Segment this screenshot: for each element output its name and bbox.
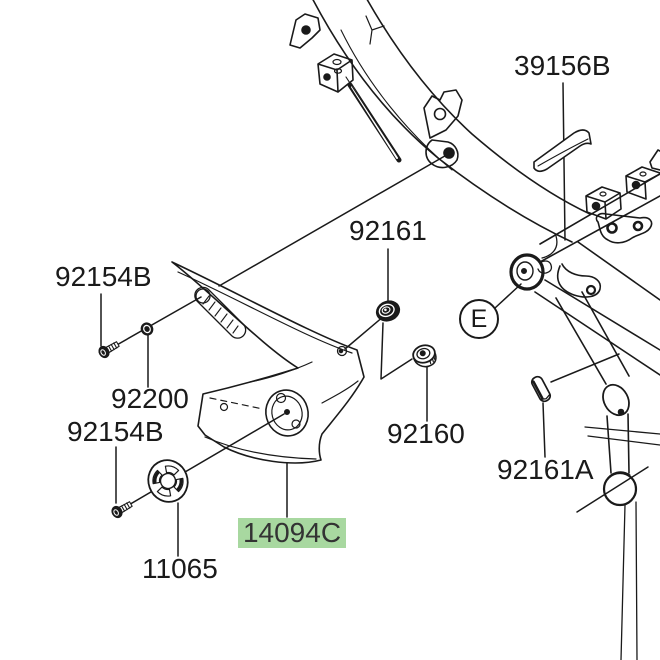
part-label-pattern[interactable]: 39156B [514, 50, 611, 81]
damper-drawing [412, 344, 437, 368]
assembly-lines [107, 152, 451, 514]
leader-lines [100, 82, 649, 557]
frame-reference-callout[interactable]: E [459, 299, 499, 339]
damper-a-drawing [530, 375, 552, 403]
screw-lower-drawing [111, 501, 133, 519]
screw-upper-drawing [98, 341, 120, 359]
part-label-washer[interactable]: 92200 [111, 383, 189, 414]
part-label-damper-a[interactable]: 92161A [497, 454, 594, 485]
nut-drawing [375, 300, 401, 322]
pattern-part-drawing [533, 129, 592, 173]
frame-drawing [289, 0, 660, 660]
shroud-drawing [171, 261, 365, 464]
part-label-screw-upper[interactable]: 92154B [55, 261, 152, 292]
pivot-cover-drawing [147, 459, 189, 503]
part-label-damper[interactable]: 92160 [387, 418, 465, 449]
part-label-nut[interactable]: 92161 [349, 215, 427, 246]
washer-drawing [140, 322, 154, 336]
part-label-pivot-cover[interactable]: 11065 [142, 553, 218, 584]
part-label-shroud-highlighted[interactable]: 14094C [238, 518, 346, 548]
part-label-screw-lower[interactable]: 92154B [67, 416, 164, 447]
